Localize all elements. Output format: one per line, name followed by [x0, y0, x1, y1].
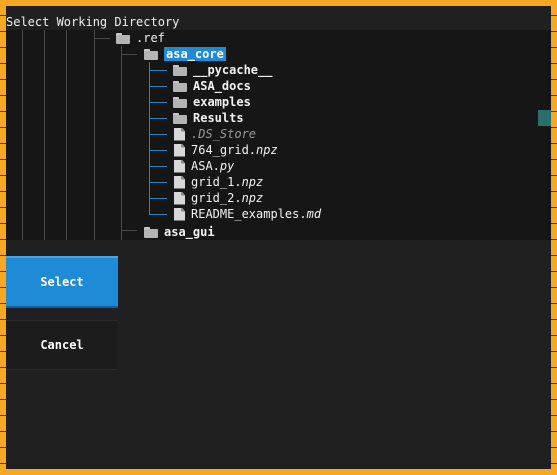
file-icon — [174, 159, 185, 173]
folder-icon — [173, 112, 187, 124]
tree-connector — [149, 214, 167, 215]
tree-guide-line — [22, 30, 23, 240]
tree-connector — [149, 150, 167, 151]
directory-tree[interactable]: .ref asa_core __pycache__ ASA_docs examp… — [6, 30, 551, 240]
tree-item-asa-docs[interactable]: ASA_docs — [173, 78, 251, 94]
tree-connector — [149, 70, 167, 71]
dialog-title: Select Working Directory — [6, 15, 180, 29]
file-icon — [174, 127, 185, 141]
tree-connector — [149, 198, 167, 199]
tree-guide-line — [94, 30, 95, 240]
tree-item-grid-1[interactable]: grid_1.npz — [174, 174, 263, 190]
folder-icon — [173, 96, 187, 108]
left-border-stripe — [0, 0, 7, 475]
tree-connector — [149, 86, 167, 87]
tree-connector — [149, 102, 167, 103]
tree-item-asa-py[interactable]: ASA.py — [174, 158, 234, 174]
dialog-window: Select Working Directory .ref asa_core — [6, 6, 551, 469]
tree-item-764-grid[interactable]: 764_grid.npz — [174, 142, 278, 158]
tree-item-ref[interactable]: .ref — [116, 30, 165, 46]
cancel-button[interactable]: Cancel — [6, 320, 118, 370]
tree-connector — [149, 134, 167, 135]
file-icon — [174, 191, 185, 205]
file-icon — [174, 175, 185, 189]
folder-icon — [173, 64, 187, 76]
tree-connector — [149, 118, 167, 119]
select-button[interactable]: Select — [6, 256, 118, 306]
tree-connector — [94, 38, 110, 39]
tree-connector — [121, 54, 137, 55]
tree-guide-line — [66, 30, 67, 240]
tree-connector — [149, 182, 167, 183]
tree-guide-line-selected — [149, 62, 150, 214]
tree-item-asa-gui[interactable]: asa_gui — [144, 224, 215, 240]
tree-item-ds-store[interactable]: .DS_Store — [174, 126, 256, 142]
scrollbar-marker[interactable] — [538, 110, 551, 126]
tree-connector — [121, 230, 137, 231]
tree-item-readme-examples[interactable]: README_examples.md — [174, 206, 321, 222]
file-icon — [174, 207, 185, 221]
tree-connector — [149, 166, 167, 167]
tree-item-label-selected: asa_core — [164, 47, 226, 61]
tree-guide-line — [121, 46, 122, 240]
tree-item-results[interactable]: Results — [173, 110, 244, 126]
file-icon — [174, 143, 185, 157]
folder-icon — [144, 226, 158, 238]
tree-item-asa-core[interactable]: asa_core — [144, 46, 226, 62]
right-border-stripe — [551, 0, 557, 475]
folder-icon — [173, 80, 187, 92]
tree-item-examples[interactable]: examples — [173, 94, 251, 110]
tree-guide-line — [44, 30, 45, 240]
tree-item-grid-2[interactable]: grid_2.npz — [174, 190, 263, 206]
tree-item-pycache[interactable]: __pycache__ — [173, 62, 272, 78]
folder-open-icon — [116, 32, 130, 44]
folder-open-icon — [144, 48, 158, 60]
